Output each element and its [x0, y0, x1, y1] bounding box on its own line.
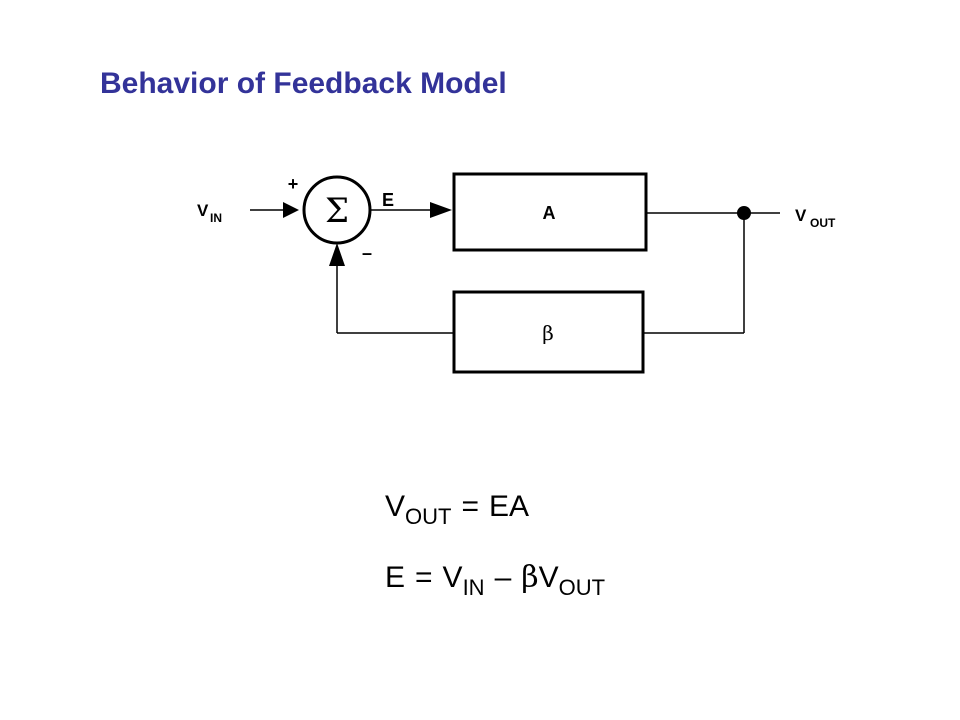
svg-text:OUT: OUT	[810, 216, 836, 230]
equation-error: E=VIN–βVOUT	[385, 560, 606, 600]
error-label: E	[382, 190, 394, 210]
svg-text:V: V	[795, 206, 807, 225]
error-arrowhead	[430, 202, 452, 218]
input-label: V IN	[197, 201, 222, 225]
forward-gain-block	[452, 172, 648, 252]
feedback-arrowhead	[329, 243, 345, 266]
equation-output: VOUT=EA	[385, 490, 530, 529]
forward-block-label: A	[543, 203, 556, 223]
svg-text:V: V	[197, 201, 209, 220]
minus-sign: –	[362, 243, 372, 263]
plus-sign: +	[288, 174, 299, 194]
feedback-block-label: β	[542, 321, 554, 345]
output-label: V OUT	[795, 206, 836, 230]
svg-text:IN: IN	[210, 211, 222, 225]
feedback-block	[452, 290, 645, 374]
slide-title: Behavior of Feedback Model	[100, 67, 507, 100]
input-arrowhead	[283, 202, 299, 218]
summer-symbol: Σ	[325, 191, 349, 231]
